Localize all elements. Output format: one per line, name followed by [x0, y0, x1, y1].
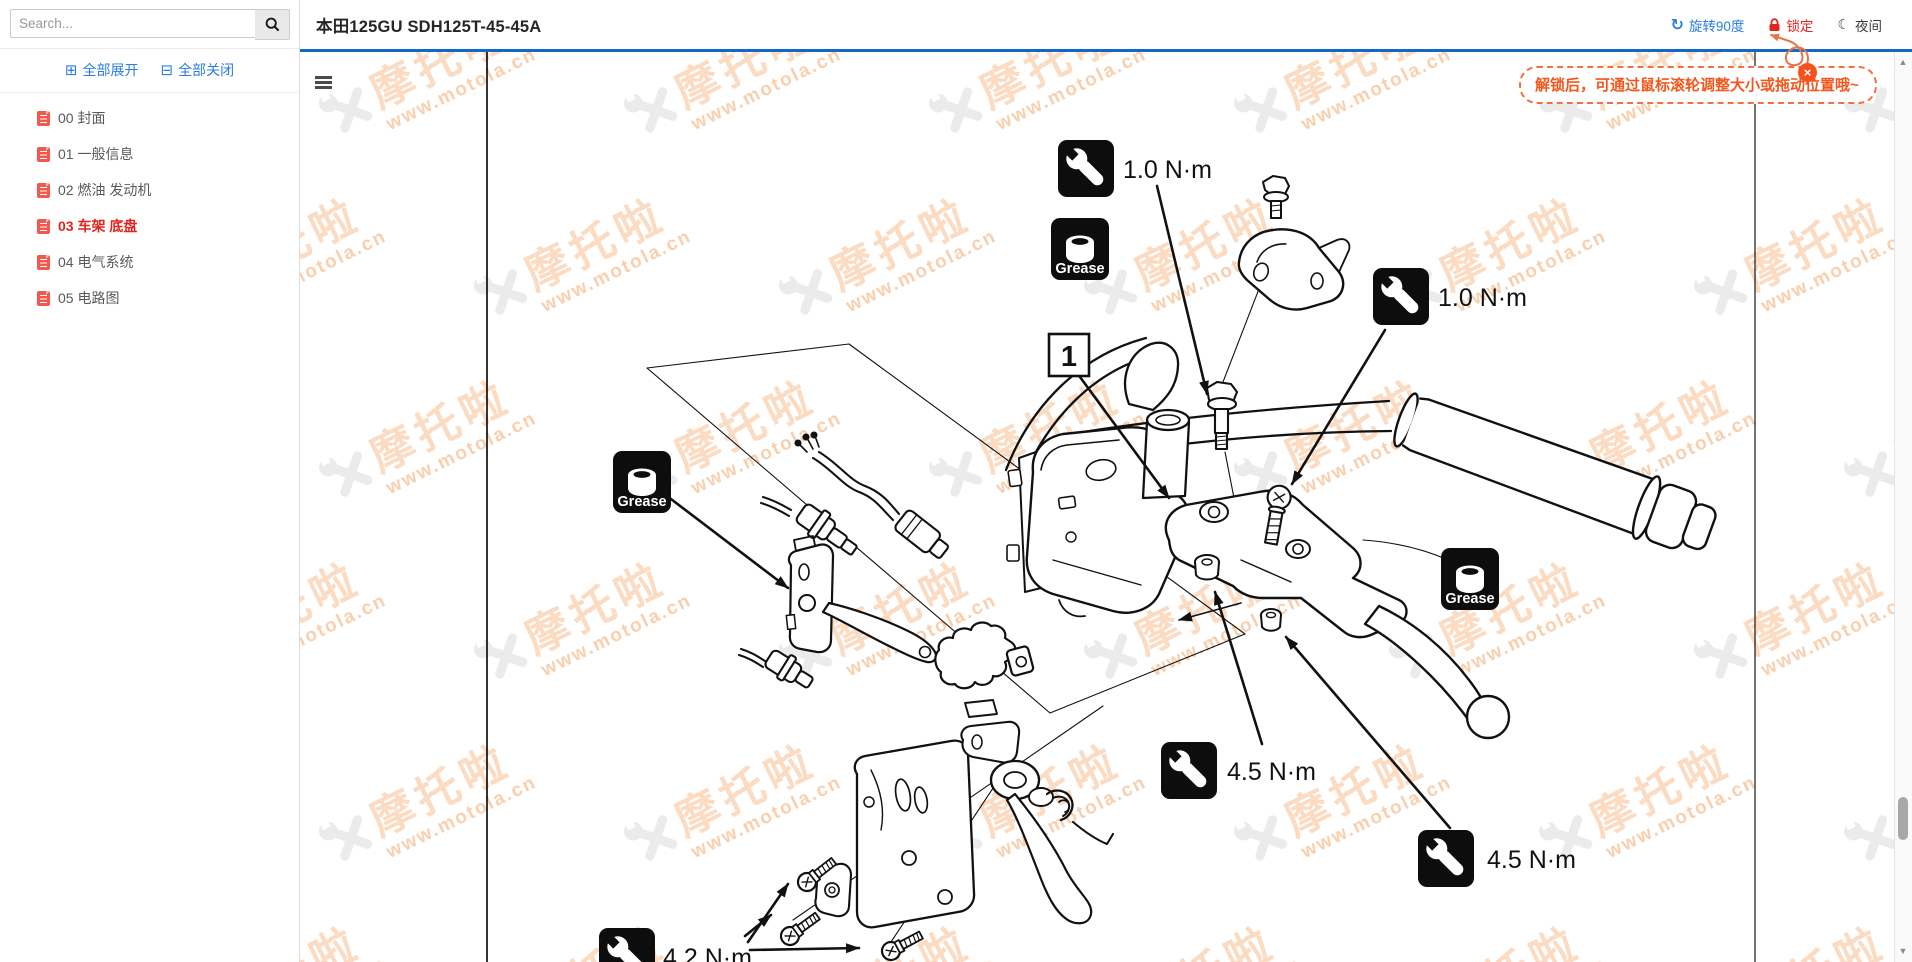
sidebar-item-03[interactable]: 03 车架 底盘	[0, 208, 299, 244]
scroll-up-arrow[interactable]: ▲	[1898, 57, 1908, 67]
menu-toggle-button[interactable]	[315, 76, 332, 89]
document-icon	[37, 254, 50, 270]
title-bar: 本田125GU SDH125T-45-45A ↻ 旋转90度 锁定 ☾ 夜间	[300, 0, 1912, 52]
sidebar-item-label: 02 燃油 发动机	[58, 182, 152, 198]
diagram-linework	[646, 175, 1717, 962]
moon-icon: ☾	[1837, 16, 1850, 32]
rotate-icon: ↻	[1670, 16, 1684, 34]
search-button[interactable]	[255, 9, 290, 40]
scroll-down-arrow[interactable]: ▼	[1898, 946, 1908, 956]
diagram-labels: 1.0 N·m Grease 1.0 N·m 1 Grease Grease 4…	[599, 140, 1576, 962]
sidebar-item-02[interactable]: 02 燃油 发动机	[0, 172, 299, 208]
expand-all-button[interactable]: ⊞ 全部展开	[65, 60, 139, 80]
collapse-all-label: 全部关闭	[178, 62, 235, 78]
callout-1-label: 1	[1061, 341, 1077, 373]
sidebar-item-04[interactable]: 04 电气系统	[0, 244, 299, 280]
sidebar: ⊞ 全部展开 ⊟ 全部关闭 00 封面 01 一般信息 02 燃油 发动机 03 车架…	[0, 0, 300, 962]
sidebar-item-label: 05 电路图	[58, 290, 120, 306]
header-actions: ↻ 旋转90度 锁定 ☾ 夜间	[1671, 0, 1883, 49]
expand-all-icon: ⊞	[64, 61, 78, 79]
search-icon	[265, 17, 279, 32]
wrench-icon	[599, 928, 655, 962]
rotate-label: 旋转90度	[1688, 18, 1745, 34]
torque-label-lever: 4.5 N·m	[1487, 846, 1576, 874]
lock-label: 锁定	[1786, 18, 1814, 34]
document-icon	[37, 290, 50, 306]
sidebar-item-05[interactable]: 05 电路图	[0, 280, 299, 316]
grease-label: Grease	[1445, 591, 1494, 607]
sidebar-item-label: 04 电气系统	[58, 254, 134, 270]
vertical-scrollbar[interactable]: ▲ ▼	[1894, 52, 1912, 962]
rotate-90-button[interactable]: ↻ 旋转90度	[1671, 15, 1745, 35]
scrollbar-thumb[interactable]	[1898, 797, 1908, 840]
tooltip-close-button[interactable]: ×	[1798, 63, 1817, 82]
wrench-icon	[1418, 830, 1474, 887]
torque-label-upper-right: 1.0 N·m	[1438, 284, 1527, 312]
search-row	[0, 0, 299, 49]
sidebar-item-label: 00 封面	[58, 110, 106, 126]
unlock-hint-tooltip: 解锁后，可通过鼠标滚轮调整大小或拖动位置哦~	[1519, 66, 1877, 104]
night-mode-button[interactable]: ☾ 夜间	[1837, 15, 1882, 35]
chapter-list: 00 封面 01 一般信息 02 燃油 发动机 03 车架 底盘 04 电气系统 05 电…	[0, 100, 299, 316]
lock-button[interactable]: 锁定	[1768, 15, 1813, 35]
night-label: 夜间	[1855, 18, 1882, 34]
sidebar-item-00[interactable]: 00 封面	[0, 100, 299, 136]
callout-box-1	[1047, 332, 1091, 378]
page-title: 本田125GU SDH125T-45-45A	[316, 18, 542, 36]
torque-label-bottom: 4.2 N·m	[663, 944, 752, 962]
wrench-icon	[1373, 268, 1429, 325]
expand-all-label: 全部展开	[82, 62, 139, 78]
grease-label: Grease	[1055, 261, 1104, 277]
wrench-icon	[1161, 742, 1217, 799]
document-icon	[37, 182, 50, 198]
document-icon	[37, 110, 50, 126]
search-input[interactable]	[10, 9, 260, 38]
tree-toggle-row: ⊞ 全部展开 ⊟ 全部关闭	[0, 48, 299, 93]
torque-label-top: 1.0 N·m	[1123, 156, 1212, 184]
sidebar-item-01[interactable]: 01 一般信息	[0, 136, 299, 172]
parts-diagram: 1.0 N·m Grease 1.0 N·m 1 Grease Grease 4…	[486, 52, 1756, 962]
page-borders	[486, 52, 1756, 962]
collapse-all-button[interactable]: ⊟ 全部关闭	[161, 60, 235, 80]
document-icon	[37, 218, 50, 234]
collapse-all-icon: ⊟	[160, 61, 174, 79]
sidebar-item-label: 01 一般信息	[58, 146, 134, 162]
torque-label-center: 4.5 N·m	[1227, 758, 1316, 786]
sidebar-item-label: 03 车架 底盘	[58, 218, 138, 234]
lock-icon	[1769, 17, 1780, 31]
document-icon	[37, 146, 50, 162]
unlock-hint-text: 解锁后，可通过鼠标滚轮调整大小或拖动位置哦~	[1535, 77, 1859, 94]
grease-label: Grease	[617, 494, 666, 510]
wrench-icon	[1058, 140, 1114, 197]
